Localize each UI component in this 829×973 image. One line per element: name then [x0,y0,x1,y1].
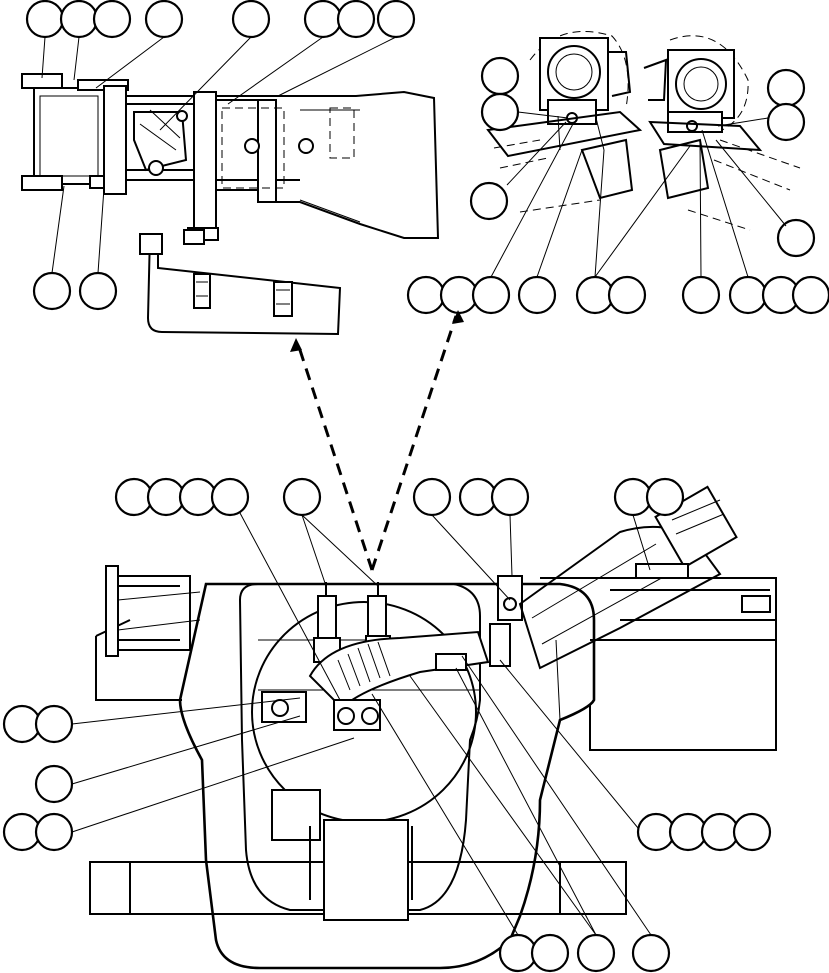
callout [668,812,708,852]
callout [303,0,343,39]
detail-reference-arrows [290,310,464,571]
callout [631,933,671,973]
callout [2,812,42,852]
callout [607,275,647,315]
callout [480,92,520,132]
callout [406,275,446,315]
callout [336,0,376,39]
callout [178,477,218,517]
callout [231,0,271,39]
callout [376,0,416,39]
callout [636,812,676,852]
detail-mount-view [486,30,801,231]
callout [766,102,806,142]
callout [210,477,250,517]
callout [34,812,74,852]
callout [498,933,538,973]
callout [490,477,530,517]
callout [114,477,154,517]
callout [645,477,685,517]
callout [144,0,184,39]
callout [412,477,452,517]
callout [530,933,570,973]
callout [732,812,772,852]
callout [34,764,74,804]
callouts-top-right [406,56,829,315]
callout [471,275,511,315]
callout [458,477,498,517]
callout [613,477,653,517]
callout [575,275,615,315]
callout [766,68,806,108]
callout [681,275,721,315]
callout [439,275,479,315]
callout [728,275,768,315]
machine-plan-view [89,485,777,970]
callout [282,477,322,517]
callout [469,181,509,221]
callout [791,275,829,315]
callout [92,0,132,39]
detail-bracket-clamp-view [21,73,440,336]
callout [32,271,72,311]
callout [34,704,74,744]
callout [576,933,616,973]
callout [2,704,42,744]
callouts-bottom [2,477,772,973]
callout [700,812,740,852]
callout [25,0,65,39]
callout [517,275,557,315]
callouts-top-left [25,0,416,311]
callout [776,218,816,258]
callout [59,0,99,39]
callout [78,271,118,311]
callout [480,56,520,96]
callout [146,477,186,517]
